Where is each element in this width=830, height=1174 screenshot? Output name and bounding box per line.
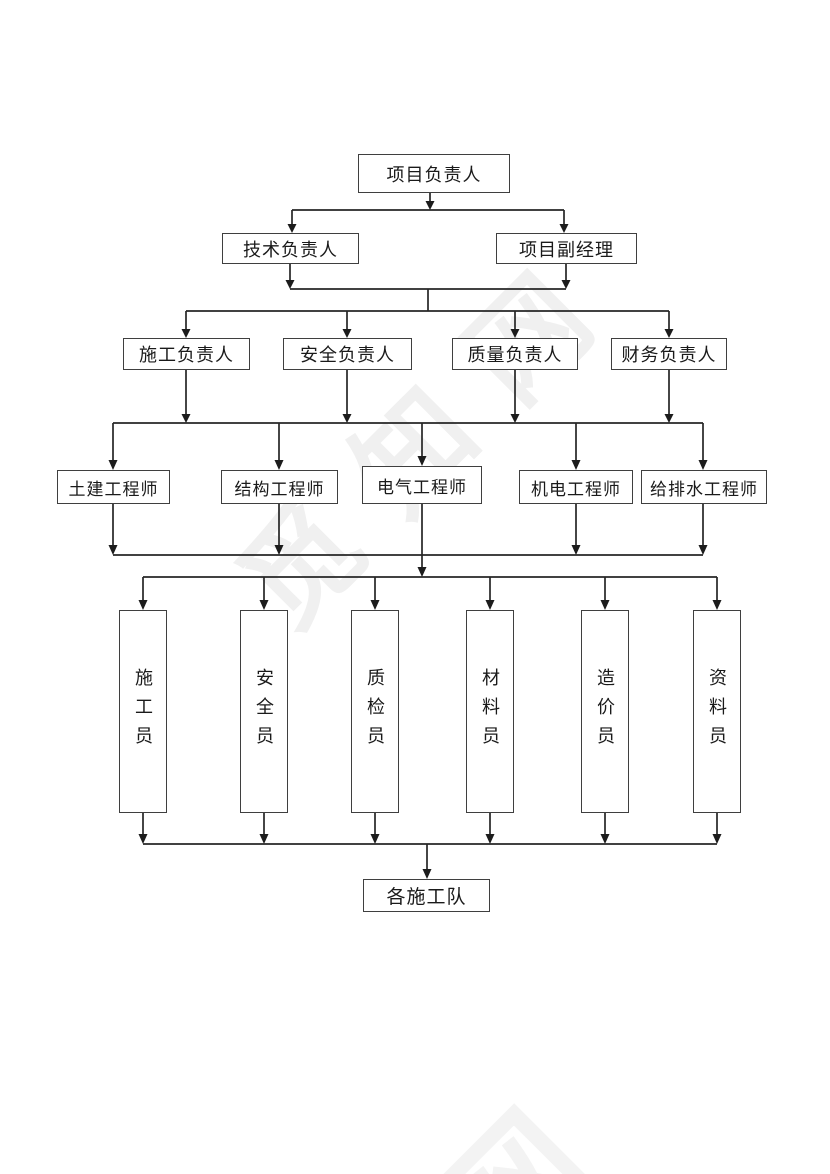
node-finance-lead: 财务负责人	[611, 338, 727, 370]
node-construction-teams: 各施工队	[363, 879, 490, 912]
node-quality-inspector: 质检员	[351, 610, 399, 813]
node-deputy-project-manager: 项目副经理	[496, 233, 637, 264]
node-document-clerk: 资料员	[693, 610, 741, 813]
node-electrical-engineer: 电气工程师	[362, 466, 482, 504]
node-safety-clerk: 安全员	[240, 610, 288, 813]
staff-label: 造价员	[595, 668, 615, 755]
node-mechanical-electrical-engineer: 机电工程师	[519, 470, 633, 504]
node-safety-lead: 安全负责人	[283, 338, 412, 370]
node-quality-lead: 质量负责人	[452, 338, 578, 370]
node-technical-leader: 技术负责人	[222, 233, 359, 264]
node-material-clerk: 材料员	[466, 610, 514, 813]
node-plumbing-engineer: 给排水工程师	[641, 470, 767, 504]
node-project-leader: 项目负责人	[358, 154, 510, 193]
staff-label: 资料员	[707, 668, 727, 755]
node-structural-engineer: 结构工程师	[221, 470, 338, 504]
staff-label: 质检员	[365, 668, 385, 755]
staff-label: 施工员	[133, 668, 153, 755]
node-construction-lead: 施工负责人	[123, 338, 250, 370]
node-construction-clerk: 施工员	[119, 610, 167, 813]
node-cost-estimator: 造价员	[581, 610, 629, 813]
staff-label: 材料员	[480, 668, 500, 755]
node-civil-engineer: 土建工程师	[57, 470, 170, 504]
staff-label: 安全员	[254, 668, 274, 755]
